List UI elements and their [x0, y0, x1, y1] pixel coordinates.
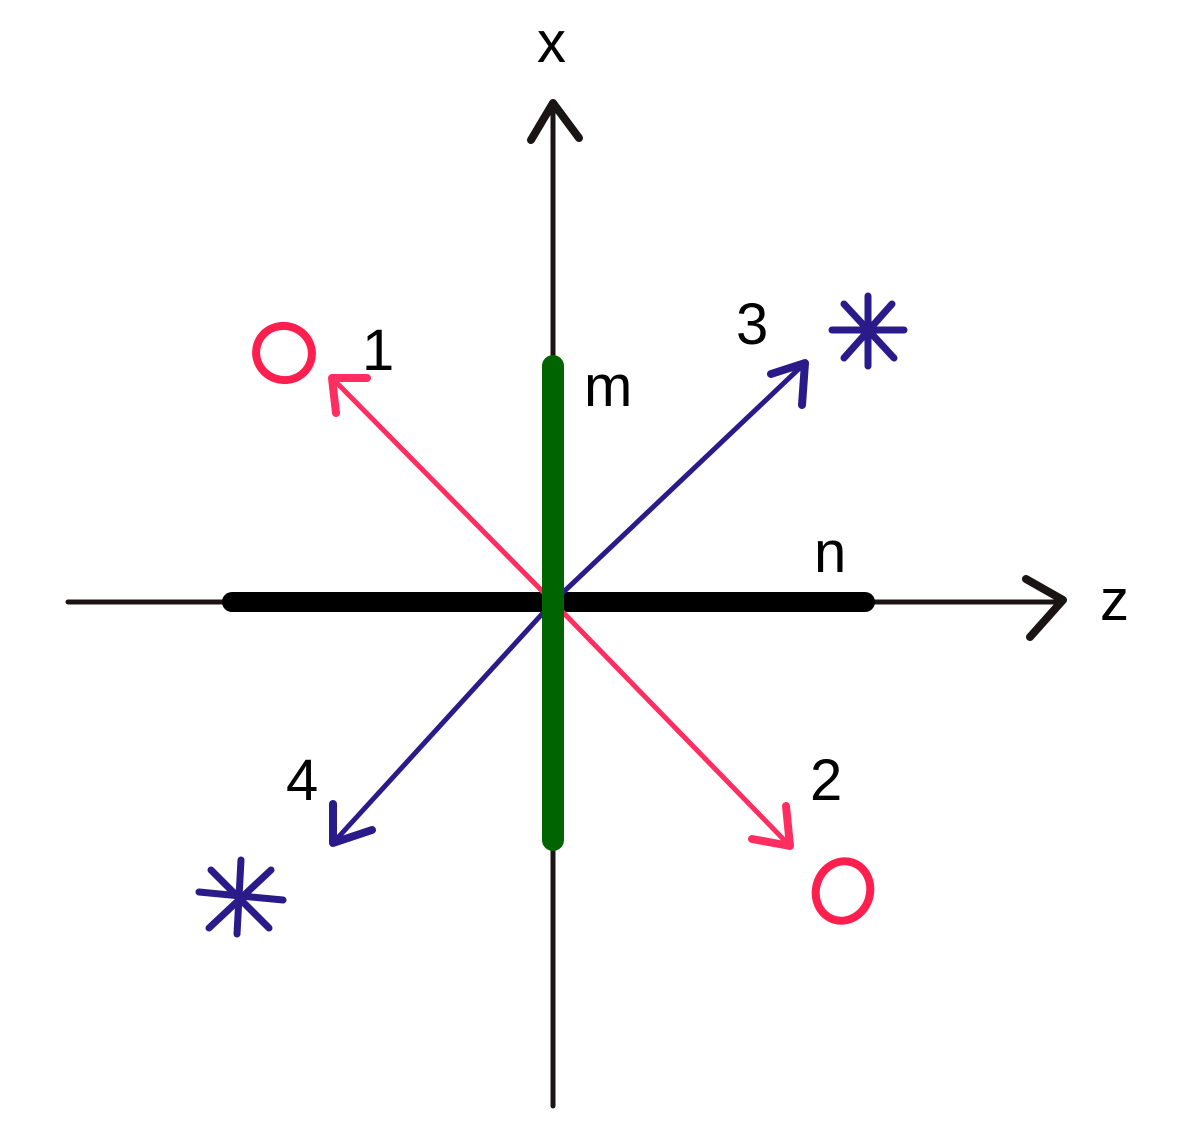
asterisk-symbol-3-icon [828, 292, 908, 370]
segment-n-label: n [814, 520, 847, 585]
arrow-4-label: 4 [286, 748, 319, 813]
asterisk-symbol-4-icon [195, 856, 287, 938]
arrow-3-label: 3 [736, 292, 769, 357]
segment-m-label: m [584, 354, 633, 419]
arrow-2-label: 2 [810, 748, 843, 813]
arrow-1-label: 1 [362, 318, 395, 383]
arrow-1 [328, 374, 556, 605]
arrow-4-head-icon [329, 800, 376, 847]
x-axis-arrowhead-icon [527, 99, 583, 144]
arrow-4 [329, 599, 556, 847]
arrow-2 [550, 599, 794, 850]
arrow-3 [550, 359, 809, 605]
arrow-1-head-icon [328, 374, 371, 417]
arrow-3-head-icon [767, 359, 809, 409]
x-axis-label: x [537, 10, 566, 75]
z-axis-label: z [1100, 568, 1129, 633]
arrow-2-head-icon [748, 802, 794, 850]
z-axis-arrowhead-icon [1022, 575, 1067, 641]
